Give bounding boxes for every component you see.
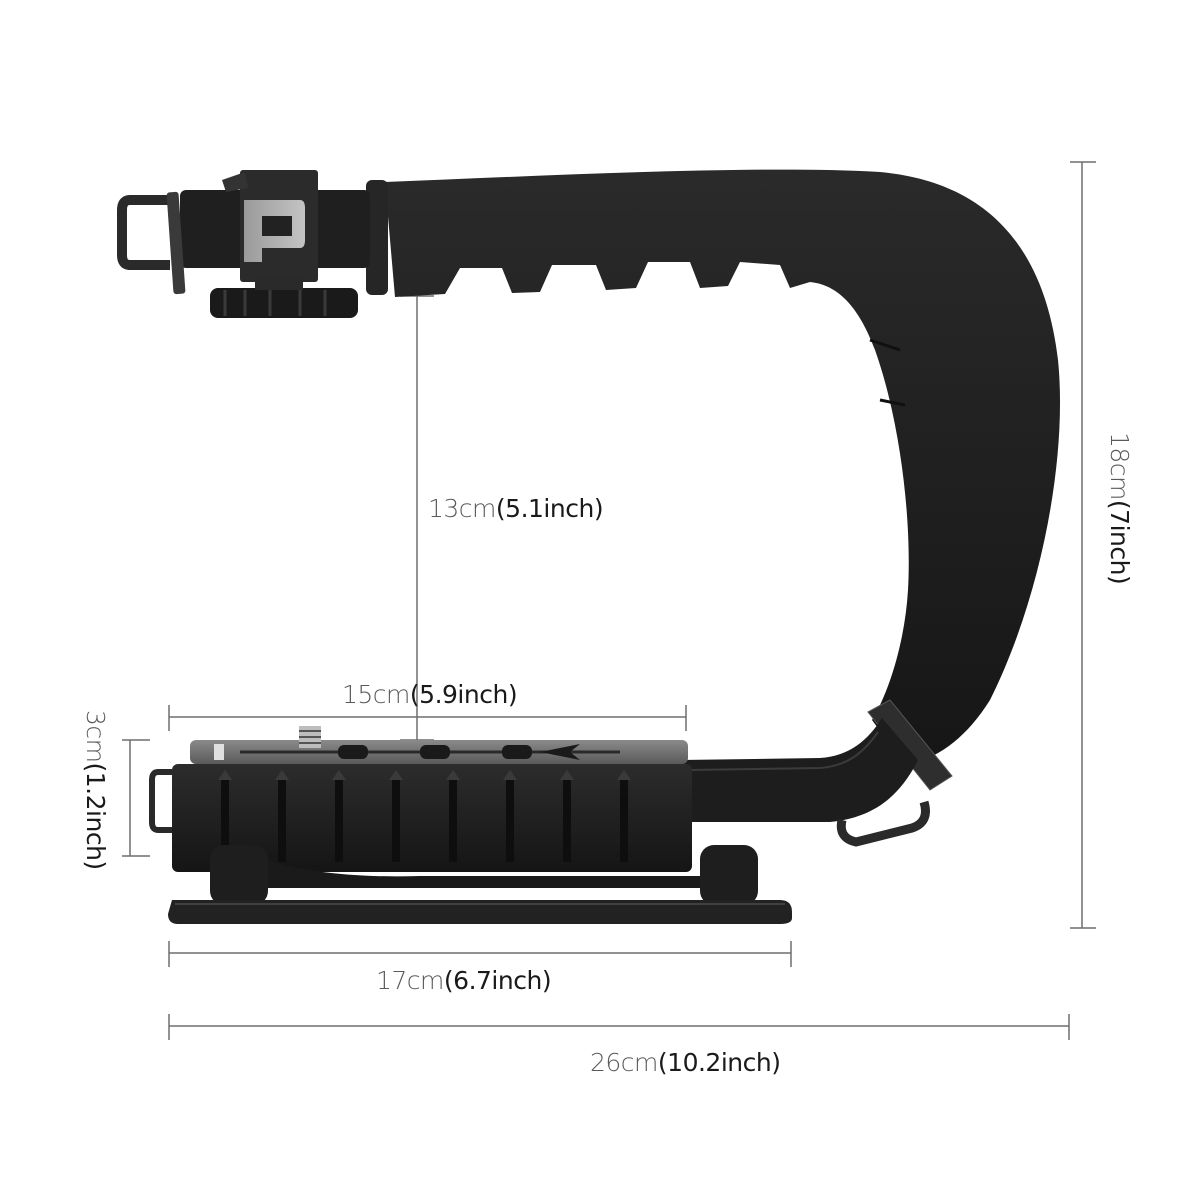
cold-shoe-mount-icon (117, 170, 370, 318)
dimension-label-inch: (5.1inch) (495, 494, 604, 523)
dimension-label-cm: 13cm (428, 494, 496, 523)
tripod-screw-icon (299, 726, 321, 748)
strap-loop-icon (149, 769, 172, 833)
dimension-label-inch: (6.7inch) (443, 966, 552, 995)
dimension-label-total-length: 26cm(10.2inch) (590, 1048, 781, 1077)
strap-loop-icon (836, 800, 930, 847)
foam-handle-icon (366, 169, 1061, 791)
dimension-label-cm: 17cm (376, 966, 444, 995)
dimension-label-cm: 18cm (1105, 432, 1134, 500)
base-body (149, 764, 692, 872)
handle-neck (680, 718, 930, 847)
dimension-label-inch: (7inch) (1105, 499, 1134, 585)
dimension-label-inch: (5.9inch) (409, 680, 518, 709)
base-foot (168, 845, 792, 924)
dimension-label-inch: (1.2inch) (81, 762, 110, 870)
dimension-label-plate-length: 15cm(5.9inch) (342, 680, 518, 709)
dimension-label-total-height: 18cm(7inch) (1105, 432, 1134, 585)
dimension-label-base-length: 17cm(6.7inch) (376, 966, 552, 995)
dimension-label-inch: (10.2inch) (657, 1048, 781, 1077)
dimension-label-cm: 26cm (590, 1048, 658, 1077)
quick-release-plate-icon (190, 726, 688, 764)
dimension-label-top-clearance: 13cm(5.1inch) (428, 494, 604, 523)
dimension-label-cm: 15cm (342, 680, 410, 709)
dimension-lines (122, 161, 1096, 1040)
dimension-label-base-height: 3cm(1.2inch) (81, 710, 110, 870)
dimension-label-cm: 3cm (81, 710, 110, 763)
